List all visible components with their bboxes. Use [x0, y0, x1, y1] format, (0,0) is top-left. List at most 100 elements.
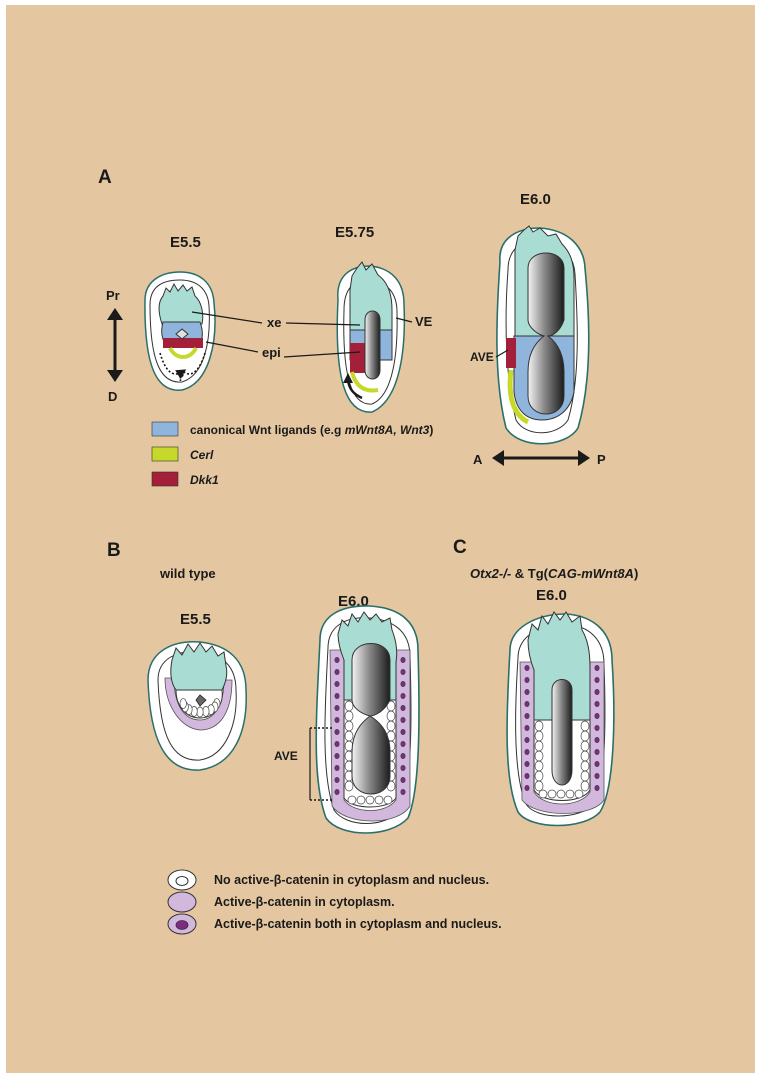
- stage-label-a-e60: E6.0: [520, 191, 551, 208]
- cell: [581, 751, 589, 761]
- cell: [180, 699, 186, 709]
- cell: [384, 796, 392, 804]
- cell: [525, 737, 529, 742]
- cell: [335, 705, 339, 710]
- cell: [401, 741, 405, 746]
- cell: [581, 731, 589, 741]
- cell: [539, 790, 547, 798]
- cell: [401, 681, 405, 686]
- cell: [595, 713, 599, 718]
- cell: [335, 741, 339, 746]
- cell: [535, 781, 543, 791]
- embryo-c-e60: [507, 612, 614, 826]
- cell: [535, 761, 543, 771]
- cell: [595, 677, 599, 682]
- cell: [401, 693, 405, 698]
- cell: [595, 701, 599, 706]
- anterior-label: A: [473, 452, 483, 467]
- cell: [335, 657, 339, 662]
- cell: [535, 741, 543, 751]
- cell-legend-text-cytoplasm: Active-β-catenin in cytoplasm.: [214, 895, 395, 909]
- cell: [401, 717, 405, 722]
- cell: [335, 681, 339, 686]
- cell: [335, 777, 339, 782]
- cell: [335, 729, 339, 734]
- cell: [566, 790, 574, 798]
- embryo-a-e575: [337, 262, 404, 412]
- cell: [387, 721, 395, 731]
- legend-text-cerl: Cerl: [190, 448, 214, 462]
- cell-legend-text-both: Active-β-catenin both in cytoplasm and n…: [214, 917, 502, 931]
- cell: [366, 796, 374, 804]
- cell-legend-text-none: No active-β-catenin in cytoplasm and nuc…: [214, 873, 489, 887]
- cell-legend-icon-cytoplasm: [168, 892, 196, 912]
- stage-label-c-e60: E6.0: [536, 587, 567, 604]
- cell-legend-icon-none: [168, 870, 196, 890]
- cell: [335, 717, 339, 722]
- cell: [581, 721, 589, 731]
- cell: [335, 669, 339, 674]
- cell-legend-icon-both: [168, 914, 196, 934]
- panel-a-letter: A: [98, 167, 112, 188]
- cell: [525, 749, 529, 754]
- cell: [335, 693, 339, 698]
- anterior-posterior-axis: [492, 450, 590, 466]
- stage-label-b-e55: E5.5: [180, 611, 211, 628]
- cell: [535, 751, 543, 761]
- cell: [535, 771, 543, 781]
- cell: [335, 789, 339, 794]
- cell: [595, 749, 599, 754]
- cell: [357, 796, 365, 804]
- cell: [387, 711, 395, 721]
- cell: [581, 741, 589, 751]
- ve-label: VE: [415, 314, 433, 329]
- cell: [525, 713, 529, 718]
- cell: [581, 761, 589, 771]
- panel-c-genotype: Otx2-/- & Tg(CAG-mWnt8A): [470, 566, 638, 581]
- cell: [595, 761, 599, 766]
- proximal-distal-axis: [107, 308, 123, 382]
- cell: [525, 725, 529, 730]
- cell: [575, 790, 583, 798]
- cell: [197, 707, 203, 717]
- cell: [557, 790, 565, 798]
- cell: [401, 705, 405, 710]
- cell: [401, 777, 405, 782]
- cell: [345, 721, 353, 731]
- cell: [581, 781, 589, 791]
- legend-swatch-cerl: [152, 447, 178, 461]
- cell: [595, 725, 599, 730]
- cell-legend: [168, 870, 196, 934]
- cell: [401, 729, 405, 734]
- cell: [401, 789, 405, 794]
- cell: [525, 785, 529, 790]
- cell: [525, 677, 529, 682]
- epi-label: epi: [262, 345, 281, 360]
- panel-b-subtitle: wild type: [159, 566, 216, 581]
- legend-swatch-dkk1: [152, 472, 178, 486]
- expression-legend: [152, 422, 178, 486]
- cell: [401, 669, 405, 674]
- ave-label-b: AVE: [274, 749, 298, 763]
- panel-b-letter: B: [107, 540, 121, 561]
- cell: [595, 785, 599, 790]
- cell: [535, 721, 543, 731]
- cell: [595, 773, 599, 778]
- embryo-a-e60: [497, 226, 589, 444]
- cell: [345, 731, 353, 741]
- cell: [525, 773, 529, 778]
- legend-text-dkk1: Dkk1: [190, 473, 219, 487]
- cell: [595, 737, 599, 742]
- cell: [203, 706, 209, 716]
- cell: [595, 665, 599, 670]
- panel-c-letter: C: [453, 537, 467, 558]
- cell: [525, 689, 529, 694]
- cell: [525, 701, 529, 706]
- cell: [581, 771, 589, 781]
- stage-label-a-e55: E5.5: [170, 234, 201, 251]
- cell: [348, 796, 356, 804]
- cell: [375, 796, 383, 804]
- legend-text-wnt: canonical Wnt ligands (e.g mWnt8A, Wnt3): [190, 423, 433, 437]
